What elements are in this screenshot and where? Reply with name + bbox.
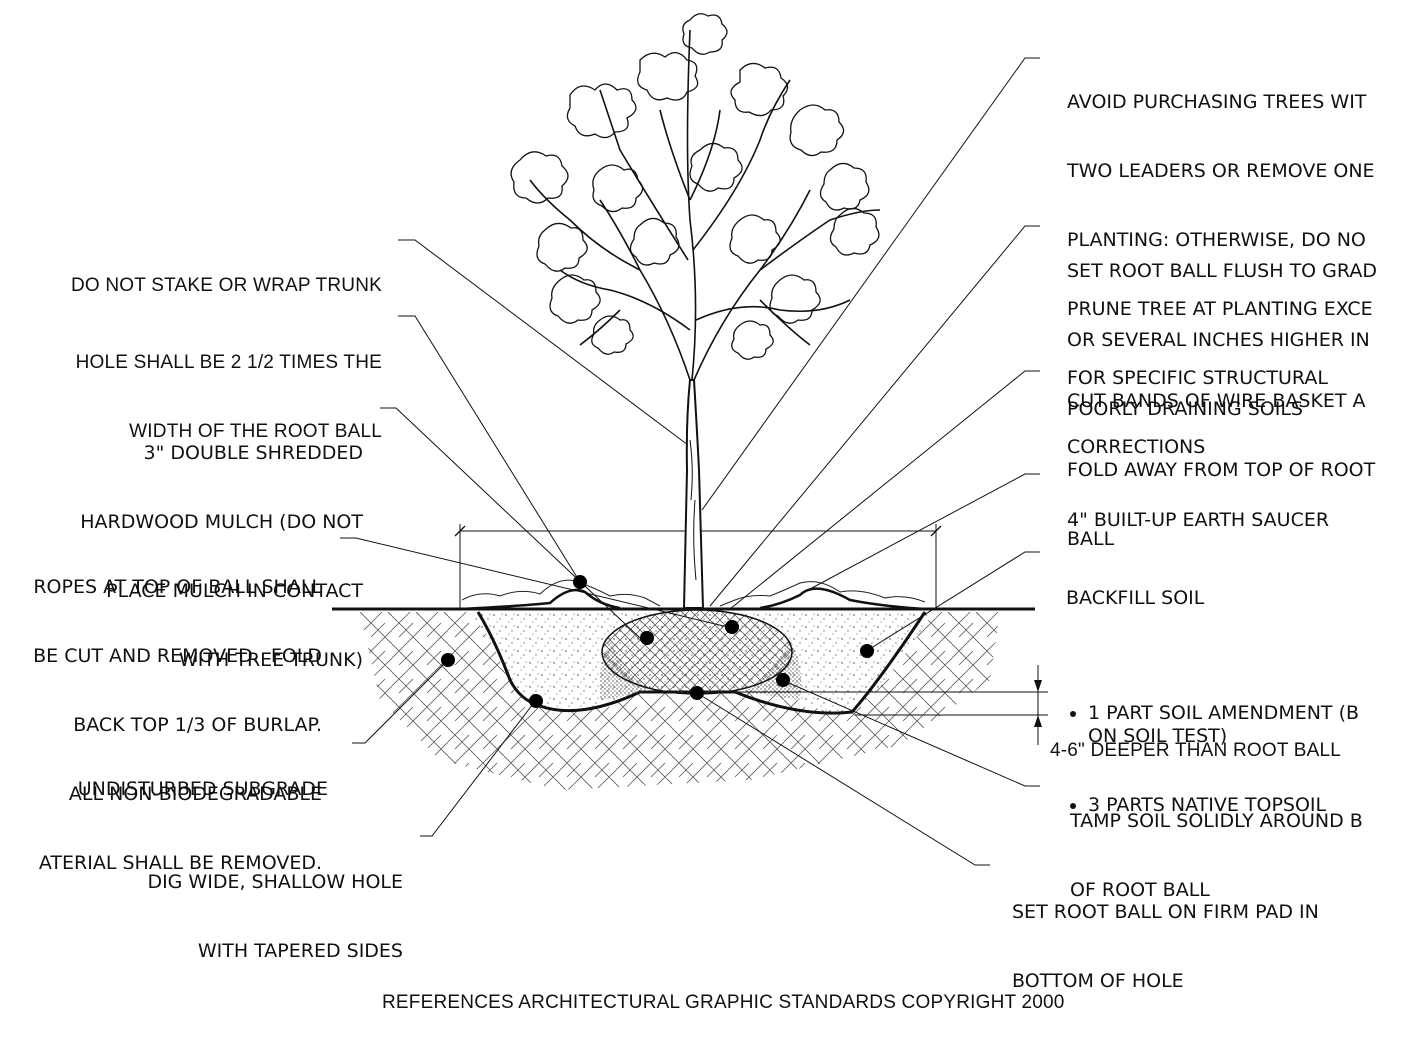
tree-trunk — [682, 379, 705, 609]
mulch-right — [719, 581, 926, 607]
root-ball — [601, 609, 793, 695]
label-ropes: ROPES AT TOP OF BALL SHALL BE CUT AND RE… — [33, 576, 322, 874]
leader-lines — [340, 57, 1040, 866]
backfill-list: 1 PART SOIL AMENDMENT (B ON SOIL TEST) 3… — [1066, 656, 1359, 863]
dot-mulch — [573, 575, 587, 589]
label-dig-hole: DIG WIDE, SHALLOW HOLE WITH TAPERED SIDE… — [147, 871, 403, 962]
earth-saucer-right — [759, 587, 926, 611]
dot-subgrade — [441, 653, 455, 667]
reference-note: REFERENCES ARCHITECTURAL GRAPHIC STANDAR… — [382, 992, 1065, 1013]
callout-dots — [441, 575, 874, 708]
label-cut-bands: CUT BANDS OF WIRE BASKET A FOLD AWAY FRO… — [1067, 390, 1376, 550]
dot-ropes — [640, 631, 654, 645]
label-set-root-ball: SET ROOT BALL FLUSH TO GRAD OR SEVERAL I… — [1067, 260, 1377, 420]
label-do-not-stake: DO NOT STAKE OR WRAP TRUNK — [71, 275, 382, 296]
planting-detail-drawing: DO NOT STAKE OR WRAP TRUNK HOLE SHALL BE… — [0, 0, 1405, 968]
dot-wire-basket — [725, 620, 739, 634]
dot-dig — [529, 694, 543, 708]
label-backfill: BACKFILL SOIL 1 PART SOIL AMENDMENT (B O… — [1066, 541, 1359, 886]
dot-firm-pad — [690, 686, 704, 700]
label-tamp: TAMP SOIL SOLIDLY AROUND B OF ROOT BALL — [1070, 810, 1363, 901]
tree-planting-section — [332, 13, 1048, 866]
tree-canopy — [529, 29, 881, 381]
label-saucer: 4" BUILT-UP EARTH SAUCER — [1067, 509, 1330, 531]
label-deeper: 4-6" DEEPER THAN ROOT BALL — [1050, 740, 1342, 761]
label-avoid-purchasing: AVOID PURCHASING TREES WIT TWO LEADERS O… — [1067, 91, 1375, 458]
earth-saucer-left — [461, 588, 621, 611]
mulch-left — [461, 579, 661, 607]
dot-backfill — [860, 644, 874, 658]
hole-outline — [476, 611, 927, 715]
label-mulch: 3" DOUBLE SHREDDED HARDWOOD MULCH (DO NO… — [80, 442, 363, 671]
dot-tamp — [776, 673, 790, 687]
tree-foliage — [510, 13, 880, 360]
backfill-item: 1 PART SOIL AMENDMENT (B ON SOIL TEST) — [1088, 702, 1359, 748]
label-hole-width: HOLE SHALL BE 2 1/2 TIMES THE WIDTH OF T… — [75, 352, 382, 442]
backfill-item: 3 PARTS NATIVE TOPSOIL — [1088, 794, 1359, 817]
label-subgrade: UNDISTURBED SUBGRADE — [77, 778, 328, 800]
